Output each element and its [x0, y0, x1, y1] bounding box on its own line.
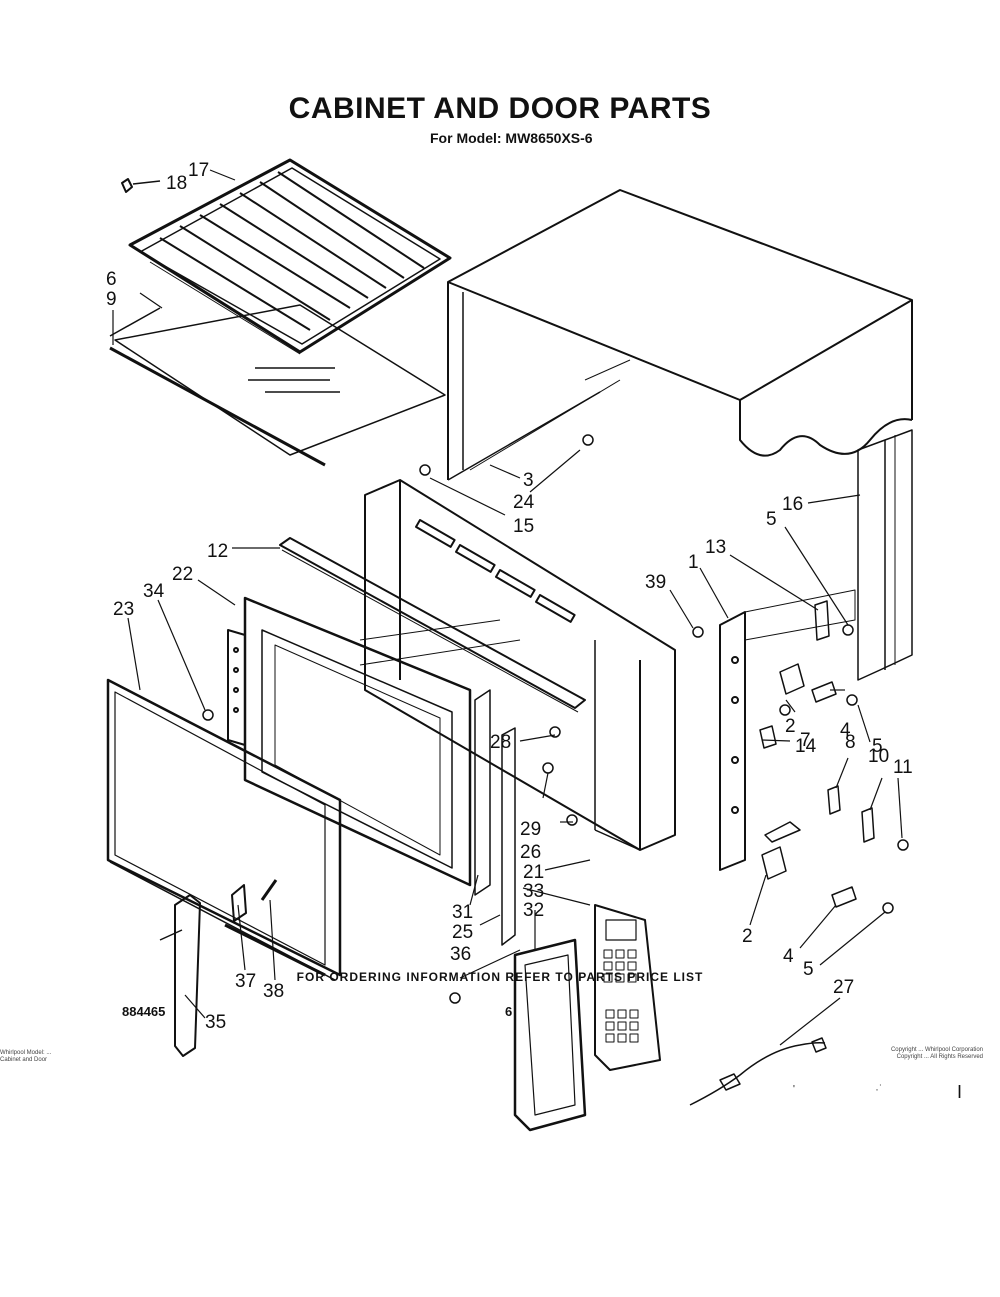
scan-tick: ' — [793, 1084, 795, 1095]
callout-36: 36 — [450, 944, 471, 965]
fine-print-left: Whirlpool Model: ... Cabinet and Door — [0, 1050, 120, 1064]
hinge-bracket — [474, 689, 516, 946]
callout-5-lower: 5 — [803, 959, 814, 980]
interlock-switches — [759, 600, 875, 908]
callout-35: 35 — [205, 1012, 226, 1033]
rack-clip — [121, 178, 161, 193]
fine-print-right-line: Copyright ... Whirlpool Corporation — [890, 1047, 983, 1053]
callout-32: 32 — [523, 900, 544, 921]
callout-leaders — [112, 169, 903, 1046]
callout-21: 21 — [523, 862, 544, 883]
callout-26: 26 — [520, 842, 541, 863]
callout-3: 3 — [523, 470, 534, 491]
callout-31: 31 — [452, 902, 473, 923]
callout-labels: 18 17 6 9 3 24 15 16 5 13 1 39 12 22 34 … — [106, 160, 913, 1033]
callout-39: 39 — [645, 572, 666, 593]
callout-9: 9 — [106, 289, 117, 310]
callout-16: 16 — [782, 494, 803, 515]
callout-5-middle: 5 — [872, 736, 883, 757]
fine-print-left-line: Whirlpool Model: ... — [0, 1050, 52, 1056]
fine-print-right: Copyright ... Whirlpool Corporation Copy… — [808, 1047, 983, 1061]
callout-24: 24 — [513, 492, 535, 513]
hinge-plate — [719, 589, 856, 871]
callout-34: 34 — [143, 581, 165, 602]
callout-2-upper: 2 — [785, 716, 796, 737]
callout-5-top: 5 — [766, 509, 777, 530]
control-housing — [513, 938, 587, 1132]
ordering-note: FOR ORDERING INFORMATION REFER TO PARTS … — [296, 970, 704, 984]
callout-17: 17 — [188, 160, 209, 181]
callout-6: 6 — [106, 269, 117, 290]
callout-28: 28 — [490, 732, 511, 753]
door-latch — [159, 894, 201, 1057]
callout-4-lower: 4 — [783, 946, 794, 967]
fine-print-right-line: Copyright ... All Rights Reserved — [896, 1054, 983, 1060]
callout-15: 15 — [513, 516, 534, 537]
fine-print-left-line: Cabinet and Door — [0, 1057, 48, 1063]
callout-8: 8 — [845, 732, 856, 753]
outer-cabinet — [447, 189, 913, 481]
callout-23: 23 — [113, 599, 134, 620]
callout-4-upper: 4 — [840, 720, 851, 741]
callout-37: 37 — [235, 971, 256, 992]
trim-bar — [279, 537, 586, 713]
callout-10: 10 — [868, 746, 889, 767]
part-number: 884465 — [122, 1004, 166, 1019]
callout-11: 11 — [893, 757, 913, 778]
oven-chassis — [359, 479, 676, 851]
callout-33: 33 — [523, 881, 544, 902]
callout-25: 25 — [452, 922, 473, 943]
callout-1: 1 — [688, 552, 699, 573]
wire-harness — [689, 1037, 827, 1106]
callout-7-visible: 7 — [800, 730, 811, 751]
page-number: 6 — [505, 1004, 513, 1019]
inner-door-frame — [243, 596, 472, 887]
scan-dots: ·˙ — [875, 1082, 883, 1096]
glass-tray — [109, 304, 446, 467]
callout-12: 12 — [207, 541, 228, 562]
model-subtitle: For Model: MW8650XS-6 — [430, 130, 593, 146]
screws — [202, 434, 909, 1004]
callout-18: 18 — [166, 173, 187, 194]
choke-strip — [227, 629, 246, 746]
callout-22: 22 — [172, 564, 193, 585]
corner-mark: I — [957, 1082, 963, 1102]
callout-29: 29 — [520, 819, 541, 840]
callout-13: 13 — [705, 537, 726, 558]
page-title: CABINET AND DOOR PARTS — [288, 92, 712, 125]
callout-38: 38 — [263, 981, 284, 1002]
latch-spring — [224, 879, 326, 977]
side-channel — [857, 429, 913, 681]
outer-door — [106, 678, 342, 981]
callout-27: 27 — [833, 977, 854, 998]
callout-14: 14 — [795, 736, 817, 757]
control-panel — [594, 904, 661, 1071]
callout-2-lower: 2 — [742, 926, 753, 947]
